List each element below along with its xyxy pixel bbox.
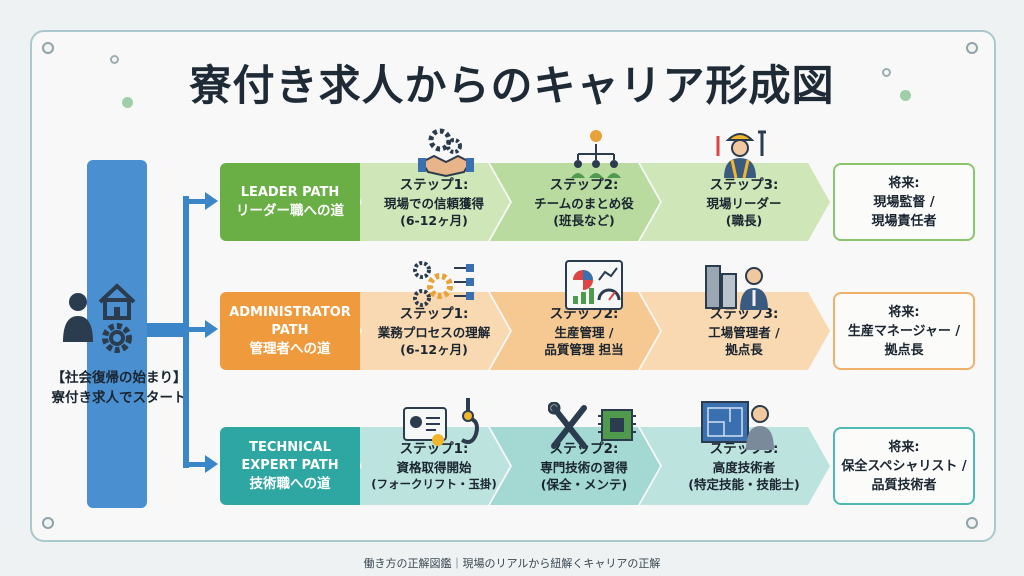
future-line1: 生産マネージャー / bbox=[847, 323, 961, 339]
future-line2: 拠点長 bbox=[884, 342, 924, 358]
blueprint-engineer-icon bbox=[701, 401, 774, 450]
path-label-jp: リーダー職への道 bbox=[236, 203, 344, 219]
arrow-leader-icon bbox=[205, 192, 218, 210]
future-line2: 現場責任者 bbox=[871, 213, 937, 229]
step-technical-1: ステップ1: 資格取得開始 (フォークリフト・玉掛) bbox=[340, 427, 510, 505]
step-line2: (フォークリフト・玉掛) bbox=[371, 476, 497, 491]
team-meeting-icon bbox=[571, 130, 621, 178]
step-line2: (職長) bbox=[725, 212, 763, 228]
step-line1: 業務プロセスの理解 bbox=[377, 324, 491, 340]
path-label-leader: LEADER PATH リーダー職への道 bbox=[220, 163, 360, 241]
decor-dot bbox=[882, 68, 891, 77]
future-line2: 品質技術者 bbox=[871, 477, 937, 493]
connector-branch-leader bbox=[183, 199, 205, 204]
connector-branch-administrator bbox=[183, 327, 205, 332]
arrow-technical-icon bbox=[205, 455, 218, 473]
step-line1: 生産管理 / bbox=[554, 324, 614, 340]
connector-vertical bbox=[183, 196, 189, 468]
step-line1: 現場リーダー bbox=[706, 195, 782, 211]
start-label-line1: 【社会復帰の始まり】 bbox=[51, 370, 187, 386]
factory-manager-icon bbox=[705, 265, 768, 310]
path-label-technical: TECHNICAL EXPERT PATH 技術職への道 bbox=[220, 427, 360, 505]
future-title: 将来: bbox=[888, 304, 920, 320]
step-title: ステップ1: bbox=[399, 176, 469, 193]
foreman-tools-icon bbox=[716, 130, 766, 179]
handshake-gears-icon bbox=[418, 128, 474, 178]
future-title: 将来: bbox=[888, 439, 920, 455]
arrow-administrator-icon bbox=[205, 320, 218, 338]
path-label-en: TECHNICAL bbox=[249, 440, 331, 455]
step-line2: 品質管理 担当 bbox=[544, 341, 624, 357]
page-title: 寮付き求人からのキャリア形成図 bbox=[189, 61, 835, 110]
process-gears-icon bbox=[413, 261, 474, 307]
connector-branch-technical bbox=[183, 462, 205, 467]
future-line1: 現場監督 / bbox=[873, 194, 935, 210]
certificate-hook-icon bbox=[403, 398, 479, 446]
step-line1: 現場での信頼獲得 bbox=[383, 195, 484, 211]
step-line2: (班長など) bbox=[553, 212, 615, 228]
start-label-line2: 寮付き求人でスタート bbox=[51, 390, 187, 406]
step-line1: 高度技術者 bbox=[712, 459, 776, 475]
future-leader: 将来: 現場監督 / 現場責任者 bbox=[833, 163, 975, 241]
decor-dot bbox=[110, 55, 119, 64]
start-label: 【社会復帰の始まり】 寮付き求人でスタート bbox=[34, 368, 204, 408]
corner-rivet bbox=[966, 517, 978, 529]
path-label-administrator: ADMINISTRATOR PATH 管理者への道 bbox=[220, 292, 360, 370]
path-label-en: PATH bbox=[271, 323, 309, 338]
path-label-en: LEADER PATH bbox=[240, 185, 340, 200]
step-leader-1: ステップ1: 現場での信頼獲得 (6-12ヶ月) bbox=[340, 163, 510, 241]
step-line2: (6-12ヶ月) bbox=[400, 341, 468, 357]
step-title: ステップ1: bbox=[399, 440, 469, 457]
dashboard-chart-icon bbox=[565, 260, 623, 310]
step-title: ステップ3: bbox=[709, 176, 779, 193]
step-line1: チームのまとめ役 bbox=[534, 195, 634, 211]
path-row-leader: ステップ1: 現場での信頼獲得 (6-12ヶ月) ステップ2: チームのまとめ役… bbox=[220, 163, 830, 241]
tools-circuit-icon bbox=[548, 402, 636, 449]
step-line2: 拠点長 bbox=[725, 341, 763, 357]
step-line2: (保全・メンテ) bbox=[540, 476, 628, 492]
future-title: 将来: bbox=[888, 175, 920, 191]
step-leader-3: ステップ3: 現場リーダー (職長) bbox=[640, 163, 830, 241]
connector-trunk bbox=[147, 323, 185, 337]
step-title: ステップ2: bbox=[549, 176, 619, 193]
decor-dot bbox=[900, 90, 911, 101]
step-title: ステップ1: bbox=[399, 305, 469, 322]
gear-icon bbox=[102, 323, 132, 353]
future-administrator: 将来: 生産マネージャー / 拠点長 bbox=[833, 292, 975, 370]
step-line1: 資格取得開始 bbox=[396, 459, 472, 475]
future-technical: 将来: 保全スペシャリスト / 品質技術者 bbox=[833, 427, 975, 505]
house-icon bbox=[98, 283, 136, 320]
future-line1: 保全スペシャリスト / bbox=[841, 458, 967, 474]
step-line1: 工場管理者 / bbox=[708, 324, 780, 340]
step-line1: 専門技術の習得 bbox=[540, 459, 628, 475]
path-label-en: ADMINISTRATOR bbox=[229, 305, 351, 320]
path-label-jp: 管理者への道 bbox=[249, 341, 331, 357]
step-line2: (6-12ヶ月) bbox=[400, 212, 468, 228]
path-label-jp: 技術職への道 bbox=[249, 476, 331, 492]
corner-rivet bbox=[966, 42, 978, 54]
step-administrator-1: ステップ1: 業務プロセスの理解 (6-12ヶ月) bbox=[340, 292, 510, 370]
person-icon bbox=[63, 293, 93, 342]
path-label-en: EXPERT PATH bbox=[241, 458, 339, 473]
corner-rivet bbox=[42, 517, 54, 529]
decor-dot bbox=[122, 97, 133, 108]
footer-caption: 働き方の正解図鑑｜現場のリアルから紐解くキャリアの正解 bbox=[363, 557, 661, 570]
start-icon-group bbox=[63, 283, 136, 353]
step-line2: (特定技能・技能士) bbox=[688, 476, 800, 492]
corner-rivet bbox=[42, 42, 54, 54]
